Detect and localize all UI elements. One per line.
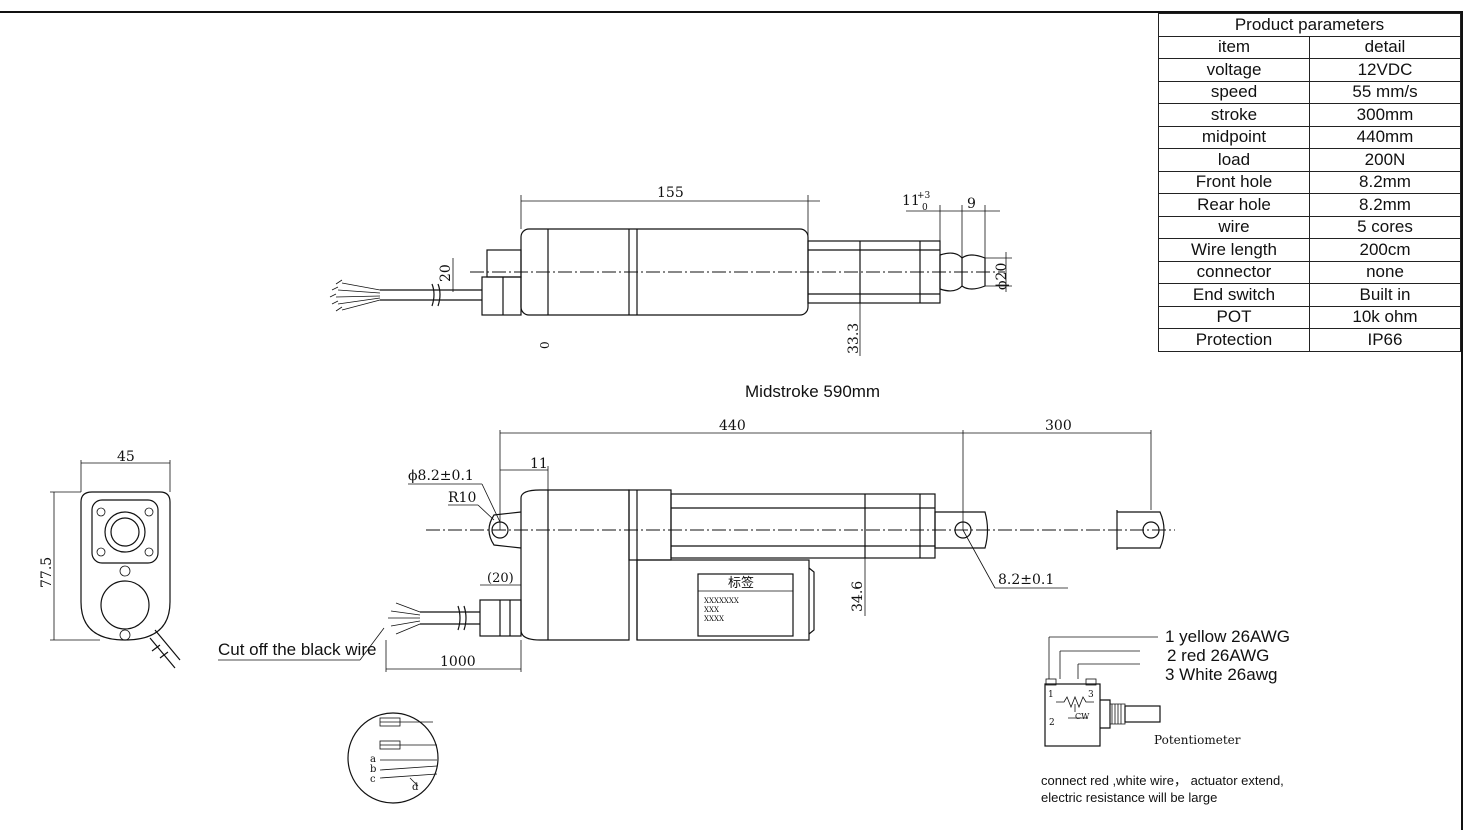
param-value: 5 cores — [1309, 215, 1461, 239]
side-dim-radius: R10 — [448, 490, 476, 506]
side-dim-rear-hole: ϕ8.2±0.1 — [408, 468, 474, 484]
pot-cw: CW — [1075, 712, 1090, 721]
param-value: 200cm — [1309, 238, 1461, 262]
wire-tag-a: a — [370, 754, 376, 765]
pot-wire-3: 3 White 26awg — [1165, 665, 1277, 684]
wire-tag-d: d — [412, 782, 419, 793]
pot-pin-1: 1 — [1048, 690, 1054, 700]
pot-pin-3: 3 — [1088, 690, 1094, 700]
pot-pin-2: 2 — [1049, 718, 1055, 728]
side-dim-midpoint: 440 — [719, 418, 746, 434]
pot-note-line-1: connect red ,white wire， actuator extend… — [1041, 773, 1284, 788]
header-detail: detail — [1309, 35, 1461, 59]
midstroke-label: Midstroke 590mm — [745, 382, 880, 401]
param-value: IP66 — [1309, 328, 1461, 352]
top-dim-dia: ϕ20 — [994, 263, 1010, 290]
param-name: load — [1158, 148, 1310, 172]
end-dim-width: 45 — [117, 449, 135, 465]
potentiometer — [1044, 636, 1161, 747]
table-title: Product parameters — [1158, 13, 1461, 37]
param-value: 8.2mm — [1309, 170, 1461, 194]
header-item: item — [1158, 35, 1310, 59]
param-name: Wire length — [1158, 238, 1310, 262]
param-name: voltage — [1158, 58, 1310, 82]
param-name: Protection — [1158, 328, 1310, 352]
param-value: 440mm — [1309, 125, 1461, 149]
top-view — [329, 195, 1012, 356]
end-view — [50, 460, 181, 669]
top-dim-tol-sup: +3 — [917, 191, 931, 201]
wire-tag-b: b — [370, 764, 376, 775]
param-value: 12VDC — [1309, 58, 1461, 82]
param-value: 10k ohm — [1309, 305, 1461, 329]
top-mark-zero: 0 — [538, 341, 552, 349]
side-dim-front-hole: 8.2±0.1 — [998, 572, 1054, 588]
table-title-row: Product parameters — [1158, 13, 1461, 37]
sheet-border — [0, 11, 1463, 830]
side-dim-height: 34.6 — [850, 581, 866, 612]
param-name: Rear hole — [1158, 193, 1310, 217]
side-dim-stroke: 300 — [1045, 418, 1072, 434]
pot-caption: Potentiometer — [1154, 733, 1241, 747]
param-name: Front hole — [1158, 170, 1310, 194]
pot-wire-1: 1 yellow 26AWG — [1165, 627, 1290, 646]
side-dim-wire: 1000 — [440, 654, 476, 670]
param-name: POT — [1158, 305, 1310, 329]
pot-wire-2: 2 red 26AWG — [1167, 646, 1269, 665]
label-plate-title: 标签 — [728, 575, 754, 591]
cut-wire-note: Cut off the black wire — [218, 640, 376, 659]
top-dim-length: 155 — [657, 185, 684, 201]
label-plate-line: XXX — [704, 606, 719, 614]
side-dim-gland: (20) — [487, 571, 514, 586]
param-value: 300mm — [1309, 103, 1461, 127]
side-view — [385, 430, 1175, 672]
param-name: End switch — [1158, 283, 1310, 307]
param-value: 200N — [1309, 148, 1461, 172]
param-value: 55 mm/s — [1309, 80, 1461, 104]
top-dim-end: 9 — [967, 196, 976, 212]
pot-note-line-2: electric resistance will be large — [1041, 790, 1217, 805]
top-dim-body: 33.3 — [846, 323, 862, 354]
param-value: none — [1309, 260, 1461, 284]
param-name: midpoint — [1158, 125, 1310, 149]
param-name: speed — [1158, 80, 1310, 104]
wire-tag-c: c — [370, 774, 376, 785]
table-header-row: item detail — [1158, 35, 1461, 59]
side-dim-offset: 11 — [530, 456, 548, 472]
end-dim-height: 77.5 — [39, 557, 55, 588]
label-plate-line: XXXX — [704, 615, 724, 623]
top-dim-tol-sub: 0 — [922, 203, 928, 213]
wire-detail — [347, 712, 439, 804]
param-value: Built in — [1309, 283, 1461, 307]
top-dim-tol-base: 11 — [902, 193, 920, 209]
label-plate-line: XXXXXXX — [704, 597, 739, 605]
top-dim-height: 20 — [438, 264, 454, 282]
param-name: wire — [1158, 215, 1310, 239]
param-name: stroke — [1158, 103, 1310, 127]
param-name: connector — [1158, 260, 1310, 284]
param-value: 8.2mm — [1309, 193, 1461, 217]
